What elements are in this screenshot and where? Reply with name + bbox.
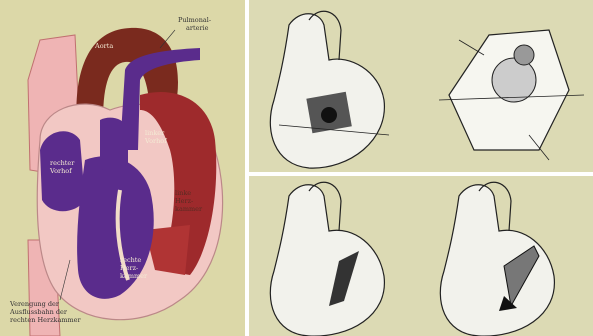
label-left-ventricle-1: linke <box>175 189 191 197</box>
label-left-atrium-1: linker <box>145 129 165 137</box>
label-right-atrium-1: rechter <box>50 159 75 167</box>
heart-anatomy-diagram: Aorta Pulmonal- arterie linker Vorhof re… <box>0 0 245 336</box>
label-pulmonary-artery-2: arterie <box>186 24 209 32</box>
footnote-line-2: Ausflussbahn der <box>9 308 68 316</box>
label-right-ventricle-3: kammer <box>120 272 148 280</box>
label-right-ventricle-2: Herz- <box>120 264 138 272</box>
surgical-sketch-top <box>249 0 593 172</box>
label-left-atrium-2: Vorhof <box>144 137 167 145</box>
surgical-sketch-bottom-illustration <box>249 176 593 336</box>
surgical-sketch-bottom <box>249 176 593 336</box>
footnote-line-3: rechten Herzkammer <box>10 316 82 324</box>
label-left-ventricle-3: kammer <box>175 205 203 213</box>
label-pulmonary-artery-1: Pulmonal- <box>178 16 211 24</box>
heart-anatomy-illustration: Aorta Pulmonal- arterie linker Vorhof re… <box>0 0 245 336</box>
footnote-line-1: Verengung der <box>9 300 60 308</box>
label-right-atrium-2: Vorhof <box>49 167 72 175</box>
label-left-ventricle-2: Herz- <box>175 197 193 205</box>
label-aorta: Aorta <box>94 42 113 50</box>
label-right-ventricle-1: rechte <box>120 256 141 264</box>
surgical-sketch-top-illustration <box>249 0 593 172</box>
